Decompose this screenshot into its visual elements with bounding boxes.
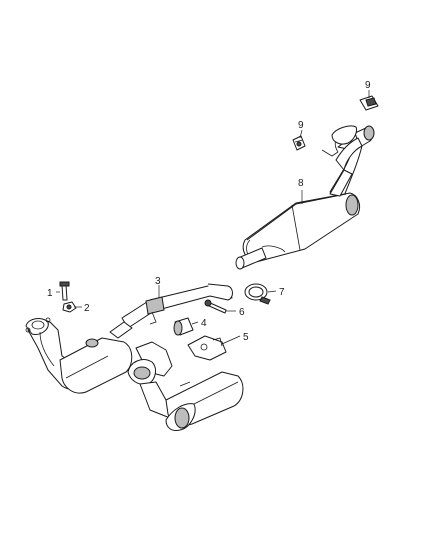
callout-8: 8 bbox=[298, 178, 304, 189]
tailpipe-assembly bbox=[321, 125, 375, 197]
callout-6: 6 bbox=[239, 307, 245, 318]
callout-5: 5 bbox=[243, 332, 249, 343]
muffler bbox=[242, 169, 361, 263]
callout-4: 4 bbox=[201, 318, 207, 329]
callout-2: 2 bbox=[84, 303, 90, 314]
callout-1: 1 bbox=[47, 288, 53, 299]
hanger-icon bbox=[359, 95, 379, 111]
bracket-icon bbox=[187, 335, 227, 361]
bolt-icon bbox=[204, 299, 227, 314]
right-catalytic-converter bbox=[127, 341, 244, 431]
hanger-icon bbox=[292, 135, 306, 151]
intermediate-pipe bbox=[235, 247, 267, 270]
left-catalytic-converter bbox=[25, 317, 133, 394]
callout-9-upper: 9 bbox=[365, 80, 371, 91]
bolt-icon bbox=[59, 281, 70, 301]
nut-icon bbox=[62, 301, 77, 313]
callout-9-lower: 9 bbox=[298, 120, 304, 131]
isolator-icon bbox=[173, 317, 194, 336]
callout-7: 7 bbox=[279, 287, 285, 298]
clamp-icon bbox=[244, 283, 271, 305]
front-pipe bbox=[109, 283, 233, 339]
leader-lines bbox=[56, 90, 370, 345]
callout-3: 3 bbox=[155, 276, 161, 287]
